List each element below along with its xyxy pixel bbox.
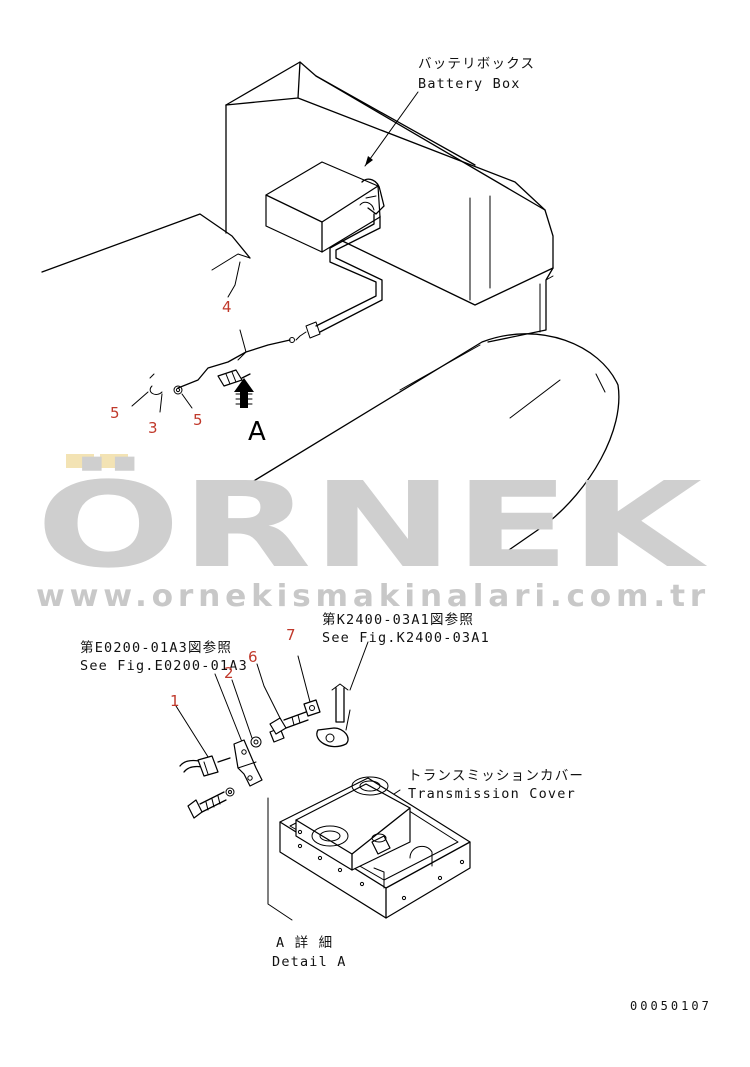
bolt-lower-left xyxy=(187,787,235,819)
ref-k2400-label-en: See Fig.K2400-03A1 xyxy=(322,630,490,646)
battery-box xyxy=(265,161,385,253)
watermark: ÖRNEK www.ornekismakinalari.com.tr xyxy=(36,454,710,614)
bracket xyxy=(233,739,263,787)
ref-e0200-label-jp: 第E0200-01A3図参照 xyxy=(80,639,232,656)
part-number-5-right: 5 xyxy=(193,411,203,429)
transmission-cover-label-jp: トランスミッションカバー xyxy=(408,768,584,784)
part-number-1: 1 xyxy=(170,692,180,710)
part-number-6: 6 xyxy=(248,648,258,666)
watermark-brand: ÖRNEK xyxy=(36,456,709,594)
watermark-dot-left xyxy=(66,454,94,468)
view-arrow-a xyxy=(234,378,254,408)
sensor-connector-upper xyxy=(217,369,251,387)
nut-7 xyxy=(303,699,321,717)
bolt-6 xyxy=(269,711,309,735)
sensor-assembly-lower xyxy=(179,755,231,777)
leader-battery-box xyxy=(364,91,419,167)
hose-clamp xyxy=(316,683,351,748)
drawing-code: 00050107 xyxy=(630,999,712,1013)
part-number-5-left: 5 xyxy=(110,404,120,422)
battery-box-label-en: Battery Box xyxy=(418,76,521,92)
part-number-3: 3 xyxy=(148,419,158,437)
watermark-url: www.ornekismakinalari.com.tr xyxy=(36,579,710,614)
callout-labels: バッテリボックス Battery Box 第K2400-03A1図参照 See … xyxy=(80,56,712,1013)
leader-lines xyxy=(175,91,419,921)
battery-box-label-jp: バッテリボックス xyxy=(418,56,535,72)
ref-e0200-label-en: See Fig.E0200-01A3 xyxy=(80,658,248,674)
leader-e0200 xyxy=(214,673,243,743)
transmission-cover xyxy=(279,776,471,919)
leader-k2400 xyxy=(349,641,369,691)
part-number-4: 4 xyxy=(222,298,232,316)
clip-and-washer-upper xyxy=(131,373,193,413)
part-number-labels: 4 5 3 5 1 2 6 7 xyxy=(110,298,296,710)
part-number-7: 7 xyxy=(286,626,296,644)
watermark-dot-right xyxy=(100,454,128,468)
battery-cable-route xyxy=(177,213,383,389)
transmission-cover-label-en: Transmission Cover xyxy=(408,786,576,802)
view-arrow-letter: A xyxy=(248,417,266,447)
detail-a-label-en: Detail A xyxy=(272,954,347,970)
ref-k2400-label-jp: 第K2400-03A1図参照 xyxy=(322,611,474,628)
leader-detail-a xyxy=(267,797,293,921)
machine-frame-outline xyxy=(41,61,620,553)
detail-a-label-jp: A 詳 細 xyxy=(276,935,333,951)
part-number-2: 2 xyxy=(224,664,234,682)
